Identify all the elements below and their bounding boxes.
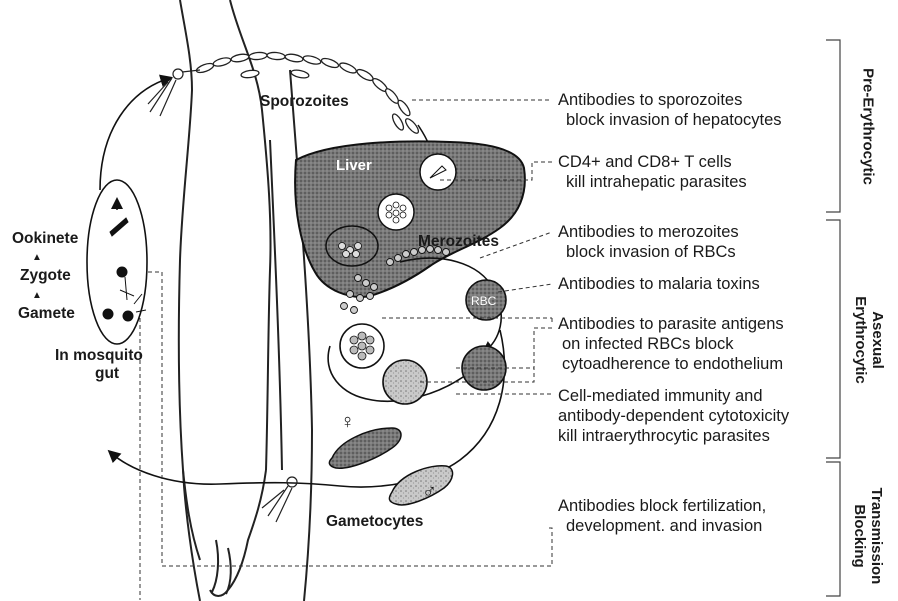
annotation-5-line-3: cytoadherence to endothelium (562, 354, 783, 374)
human-body-outline (179, 0, 312, 601)
annotation-4-line-1: Antibodies to malaria toxins (558, 274, 760, 294)
annotation-7-line-1: Antibodies block fertilization, (558, 496, 766, 516)
female-symbol: ♀ (340, 412, 355, 432)
annotation-6-line-1: Cell-mediated immunity and (558, 386, 763, 406)
male-symbol: ♂ (422, 482, 437, 502)
arrow-up-glyph-1: ▲ (32, 248, 42, 268)
section-pre-erythrocytic: Pre-Erythrocytic (860, 57, 877, 197)
section-asexual-erythrocytic: Asexual Erythrocytic (850, 280, 886, 400)
annotation-1-line-1: Antibodies to sporozoites (558, 90, 742, 110)
arrow-up-glyph-2: ▲ (32, 286, 42, 306)
annotation-6-line-3: kill intraerythrocytic parasites (558, 426, 770, 446)
annotation-5-line-1: Antibodies to parasite antigens (558, 314, 784, 334)
annotation-6-line-2: antibody-dependent cytotoxicity (558, 406, 789, 426)
label-ookinete: Ookinete (12, 229, 78, 249)
annotation-2-line-1: CD4+ and CD8+ T cells (558, 152, 732, 172)
annotation-7-line-2: development. and invasion (566, 516, 762, 536)
to-gametocytes-path (110, 330, 504, 487)
liver-schizont (326, 226, 378, 266)
label-liver: Liver (336, 156, 372, 176)
section-transmission-blocking: Transmission Blocking (849, 481, 885, 591)
male-gametocyte (389, 466, 452, 505)
annotation-1-line-2: block invasion of hepatocytes (566, 110, 782, 130)
section-brackets (826, 40, 840, 596)
label-gametocytes: Gametocytes (326, 512, 423, 532)
label-mosquito-gut-2: gut (95, 364, 119, 384)
label-rbc: RBC (471, 291, 496, 311)
annotation-2-line-2: kill intrahepatic parasites (566, 172, 747, 192)
annotation-3-line-2: block invasion of RBCs (566, 242, 736, 262)
return-to-mosquito-path (100, 78, 170, 190)
female-gametocyte (329, 428, 401, 468)
label-mosquito-gut-1: In mosquito (55, 346, 143, 366)
annotation-5-line-2: on infected RBCs block (562, 334, 734, 354)
annotation-3-line-1: Antibodies to merozoites (558, 222, 739, 242)
label-zygote: Zygote (20, 266, 71, 286)
label-sporozoites: Sporozoites (260, 92, 349, 112)
label-gamete: Gamete (18, 304, 75, 324)
label-merozoites: Merozoites (418, 232, 499, 252)
mosquito-bottom (262, 477, 297, 522)
